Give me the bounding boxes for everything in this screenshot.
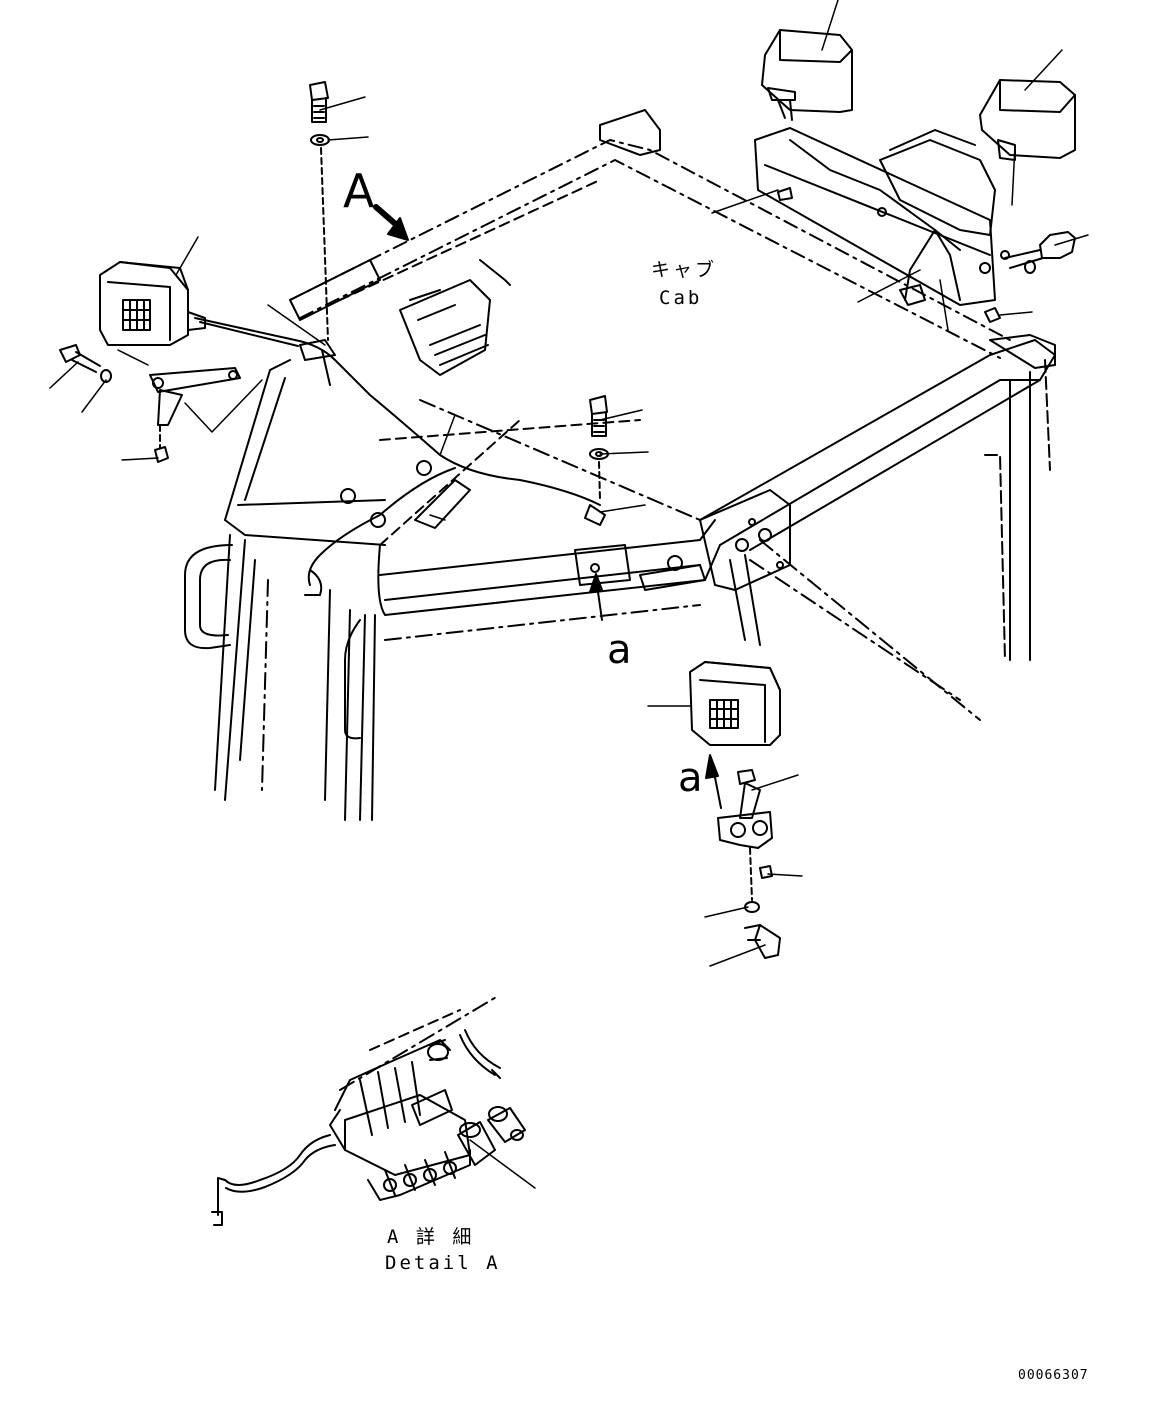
detail-a-view (211, 995, 536, 1226)
view-marker-label: A (343, 164, 375, 218)
right-lamp-bracket (754, 127, 1076, 323)
ref-a-upper-label: a (607, 627, 632, 673)
cab-label-jp: キャブ (651, 259, 718, 281)
cab-label-en: Cab (659, 287, 703, 309)
detail-a-title-en: Detail A (385, 1252, 501, 1274)
wiring-harness (194, 139, 961, 596)
arrow-ref-a-lower (705, 754, 722, 809)
detail-a-title-jp: A 詳 細 (387, 1226, 475, 1248)
leader-lines (49, 0, 1089, 967)
bolt-middle (589, 395, 609, 501)
worklamp-left (59, 261, 241, 463)
ref-a-lower-label: a (678, 755, 703, 801)
cab-roof-frame (184, 109, 1056, 821)
arrow-view-a (373, 204, 409, 241)
worklamp-top-right-2 (979, 79, 1076, 161)
drawing-code: 00066307 (1018, 1368, 1089, 1383)
arrow-ref-a-upper (589, 573, 603, 621)
worklamp-top-right-1 (761, 29, 853, 121)
worklamp-front-right (689, 661, 781, 959)
bolt-top-left (309, 81, 330, 341)
